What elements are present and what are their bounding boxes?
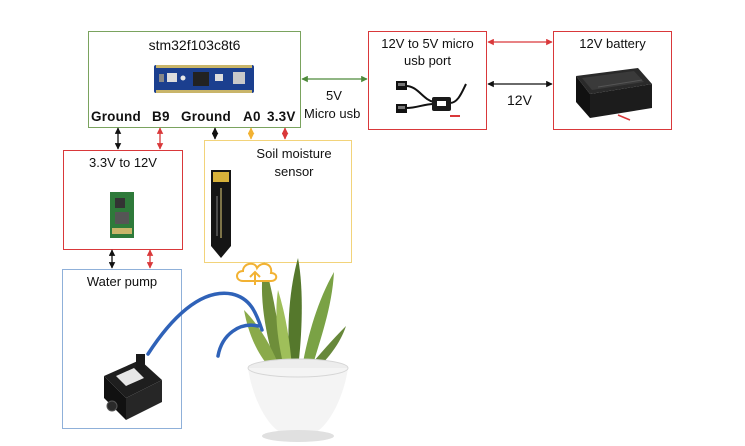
usb-5v-label: 5V xyxy=(326,88,342,103)
pin-a0: A0 xyxy=(243,109,261,124)
sensor-title-line1: Soil moisture xyxy=(256,146,332,161)
battery-12v-label: 12V xyxy=(507,92,532,108)
usb-converter-image xyxy=(396,81,467,117)
mcu-title: stm32f103c8t6 xyxy=(148,37,241,53)
cloud-signal-icon xyxy=(236,262,278,285)
usb-converter-title-line1: 12V to 5V micro xyxy=(381,36,474,51)
pin-b9: B9 xyxy=(152,109,170,124)
plant-pot-image xyxy=(244,258,349,442)
usb-converter-box xyxy=(368,31,487,130)
pin-ground-1: Ground xyxy=(91,109,141,124)
water-pump-image xyxy=(104,354,162,420)
water-hose xyxy=(146,291,264,356)
usb-converter-title-line2: usb port xyxy=(404,53,451,68)
boost-converter-image xyxy=(110,192,134,238)
boost-converter-title: 3.3V to 12V xyxy=(89,155,157,170)
usb-micro-label: Micro usb xyxy=(304,106,361,121)
pump-title: Water pump xyxy=(86,274,158,289)
sensor-probe-image xyxy=(211,170,231,258)
mcu-board-image xyxy=(154,65,254,93)
water-hose-outlet xyxy=(216,323,260,358)
battery-title: 12V battery xyxy=(579,36,646,51)
pin-ground-2: Ground xyxy=(181,109,231,124)
pin-3v3: 3.3V xyxy=(267,109,296,124)
sensor-title-line2: sensor xyxy=(274,164,314,179)
battery-image xyxy=(576,68,652,121)
